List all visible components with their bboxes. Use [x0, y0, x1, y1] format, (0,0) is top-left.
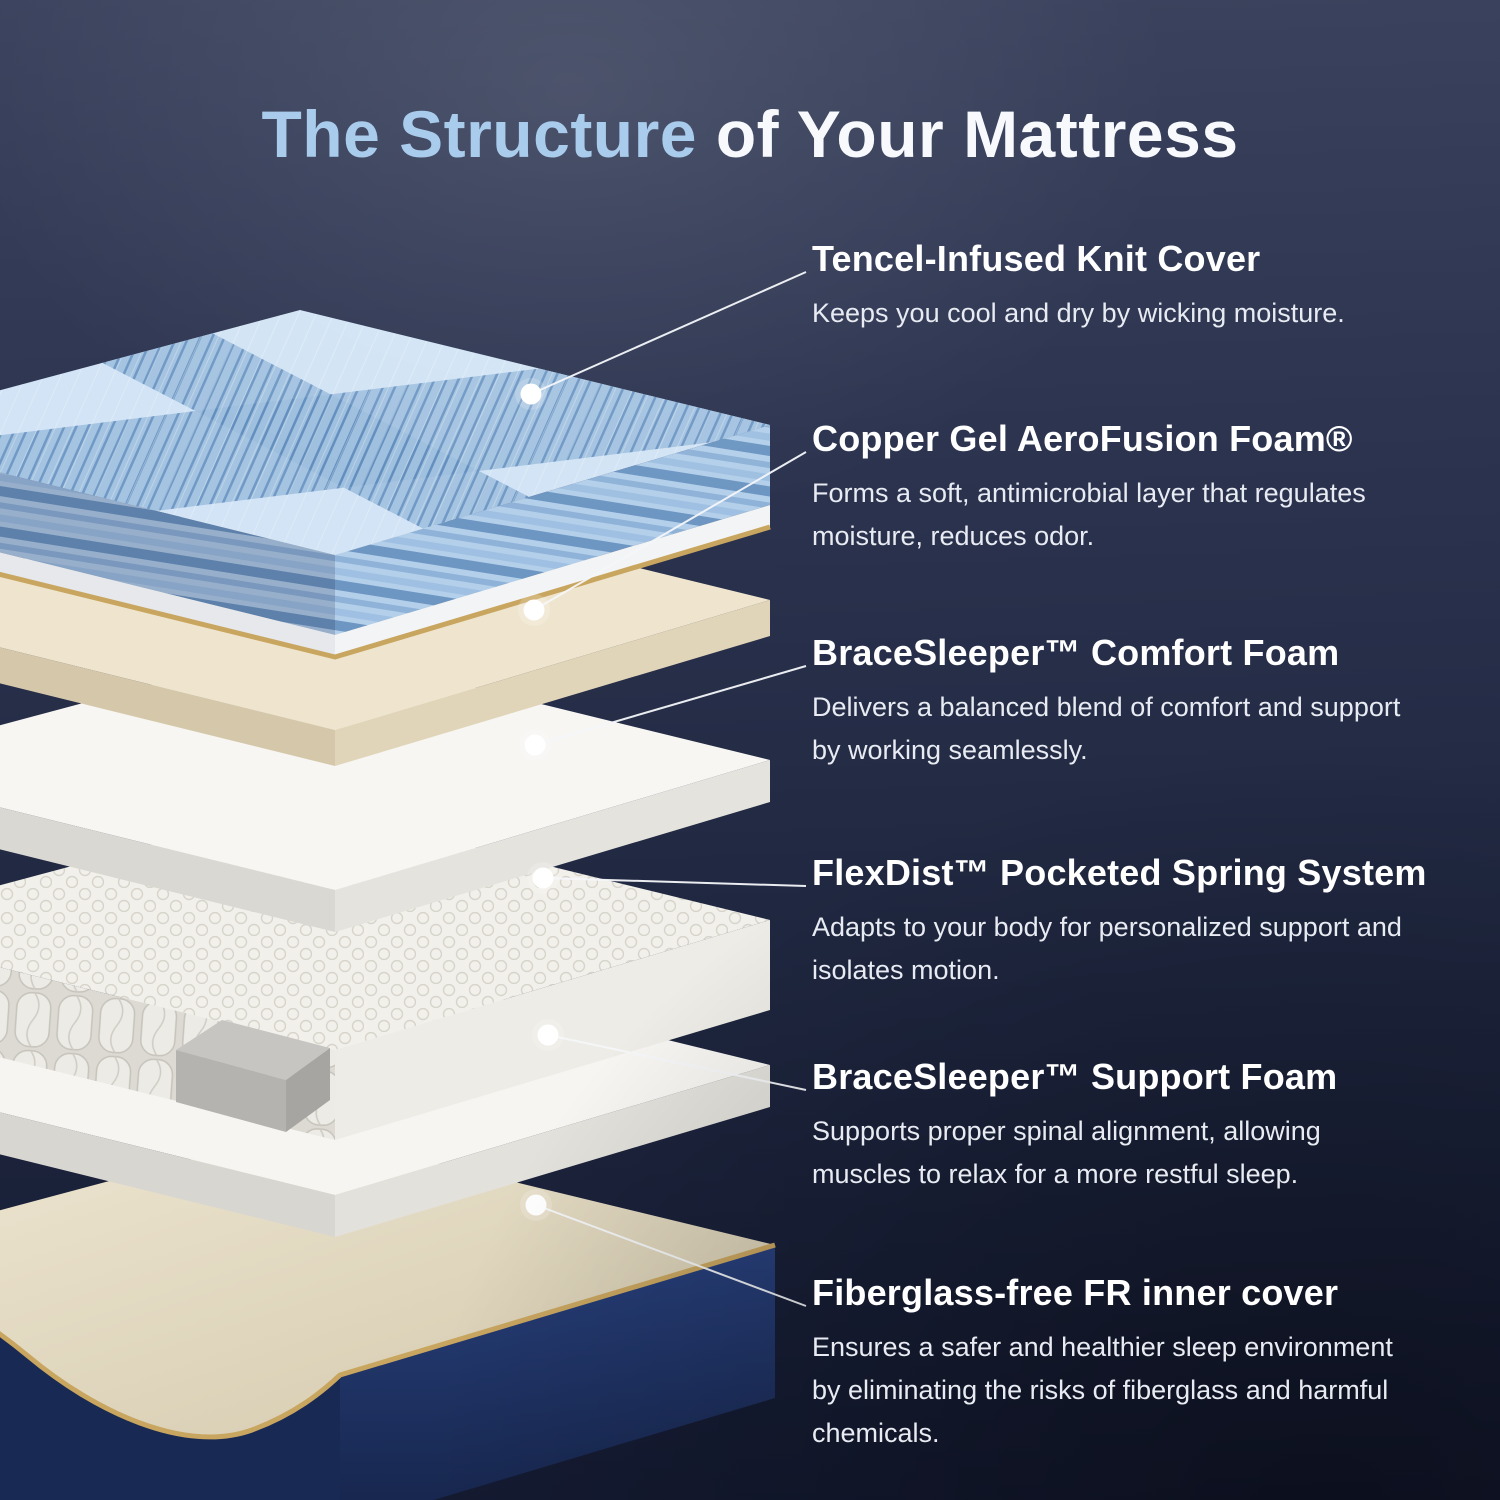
callout-heading: Tencel-Infused Knit Cover — [812, 238, 1261, 279]
callout-fr-inner-cover: Fiberglass-free FR inner cover Ensures a… — [812, 1272, 1480, 1456]
leader-line-5 — [547, 1034, 807, 1091]
leader-dots — [515, 378, 564, 1221]
leader-dot-1 — [520, 383, 542, 405]
callout-heading: Copper Gel AeroFusion Foam® — [812, 418, 1353, 459]
page-title: The Structure of Your Mattress — [0, 96, 1500, 172]
leader-dot-6 — [525, 1194, 547, 1216]
callout-description: Forms a soft, antimicrobial layer that r… — [812, 478, 1366, 552]
callout-support-foam: BraceSleeper™ Support Foam Supports prop… — [812, 1056, 1480, 1196]
layer-base-cover — [0, 1130, 776, 1500]
callout-description: Adapts to your body for personalized sup… — [812, 912, 1402, 986]
callout-spring-system: FlexDist™ Pocketed Spring System Adapts … — [812, 852, 1480, 992]
leader-line-1 — [530, 271, 807, 395]
leader-line-6 — [535, 1204, 807, 1307]
leader-line-4 — [542, 877, 807, 887]
callout-heading: BraceSleeper™ Support Foam — [812, 1056, 1338, 1097]
leader-dot-3 — [524, 734, 546, 756]
callout-description: Delivers a balanced blend of comfort and… — [812, 692, 1401, 766]
callout-description: Keeps you cool and dry by wicking moistu… — [812, 298, 1345, 328]
callout-heading: Fiberglass-free FR inner cover — [812, 1272, 1339, 1313]
leader-line-3 — [534, 665, 807, 746]
title-highlight: The Structure — [261, 97, 698, 171]
callout-description: Ensures a safer and healthier sleep envi… — [812, 1332, 1393, 1449]
callout-heading: FlexDist™ Pocketed Spring System — [812, 852, 1427, 893]
leader-dot-5 — [537, 1024, 559, 1046]
callout-heading: BraceSleeper™ Comfort Foam — [812, 632, 1340, 673]
callout-comfort-foam: BraceSleeper™ Comfort Foam Delivers a ba… — [812, 632, 1480, 772]
leader-line-2 — [533, 451, 807, 611]
callout-copper-gel-foam: Copper Gel AeroFusion Foam® Forms a soft… — [812, 418, 1480, 558]
callout-knit-cover: Tencel-Infused Knit Cover Keeps you cool… — [812, 238, 1480, 335]
callout-description: Supports proper spinal alignment, allowi… — [812, 1116, 1321, 1190]
title-rest: of Your Mattress — [697, 97, 1239, 171]
spring-edge-foam-block — [176, 1020, 330, 1132]
leader-dot-4 — [532, 867, 554, 889]
leader-lines — [530, 271, 807, 1307]
leader-dot-2 — [523, 599, 545, 621]
